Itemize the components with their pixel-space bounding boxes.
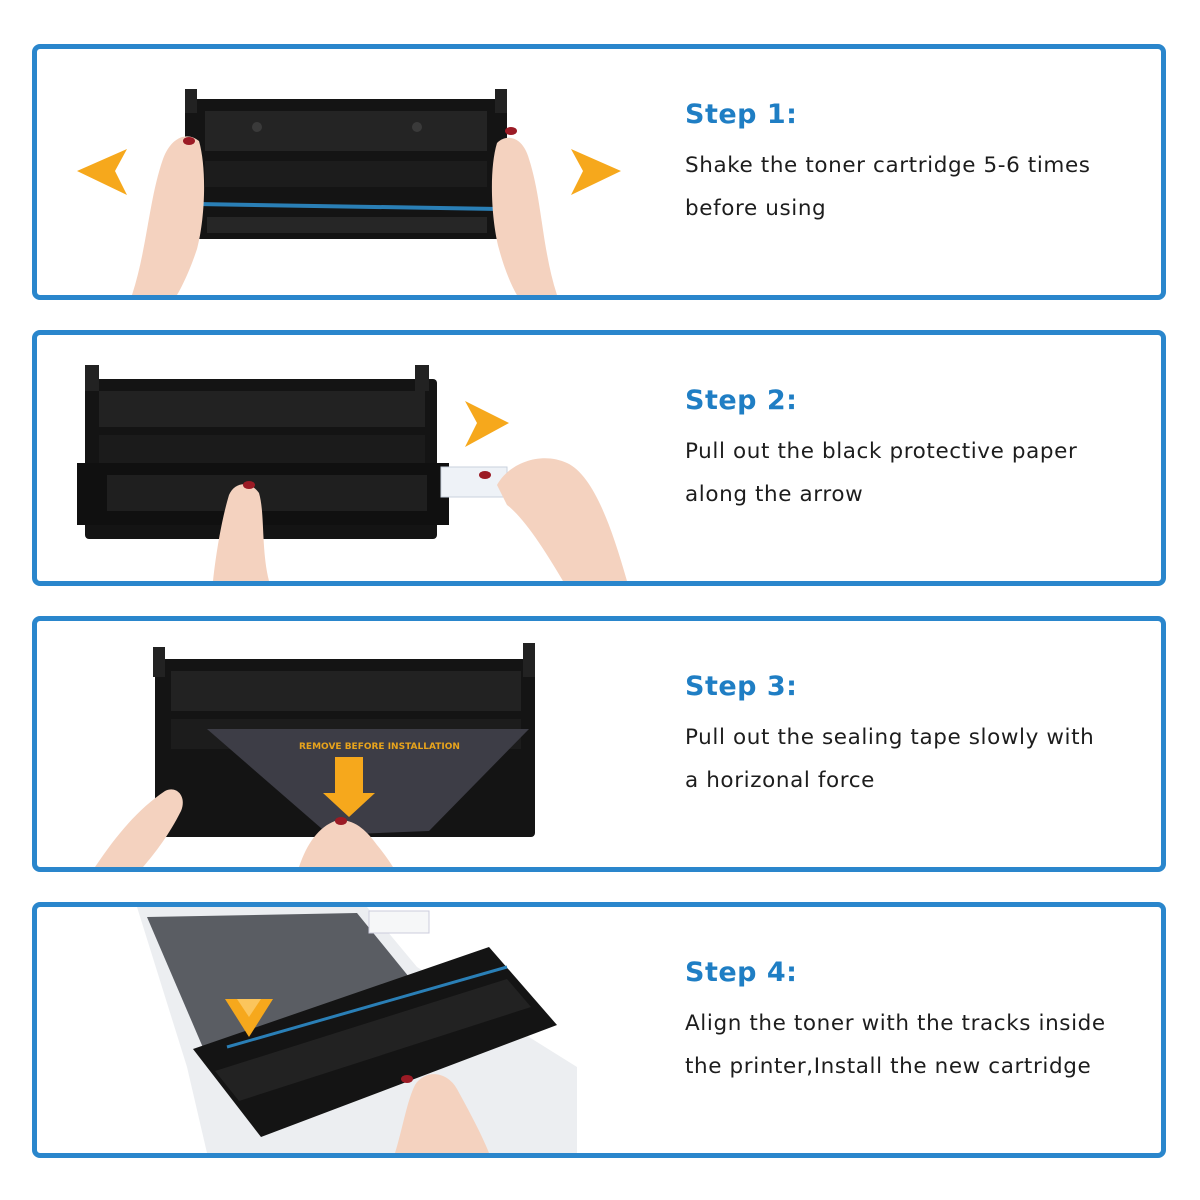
step-3-line-2: a horizonal force <box>685 768 875 793</box>
step-4-text: Step 4: Align the toner with the tracks … <box>685 957 1145 1088</box>
step-2-description: Pull out the black protective paper alon… <box>685 430 1145 516</box>
step-4-illustration <box>37 907 657 1153</box>
step-3-title: Step 3: <box>685 671 798 702</box>
step-4-description: Align the toner with the tracks inside t… <box>685 1002 1145 1088</box>
step-1-description: Shake the toner cartridge 5-6 times befo… <box>685 144 1145 230</box>
toner-cartridge <box>77 365 449 539</box>
pulling-hand <box>299 817 393 867</box>
shake-arrow-right-icon <box>571 149 621 195</box>
holding-hand <box>95 789 183 867</box>
holding-hand <box>213 481 269 581</box>
sheet-label: REMOVE BEFORE INSTALLATION <box>299 742 460 752</box>
step-1-card: Step 1: Shake the toner cartridge 5-6 ti… <box>32 44 1166 300</box>
step-4-line-1: Align the toner with the tracks inside <box>685 1011 1106 1036</box>
step-1-title: Step 1: <box>685 99 798 130</box>
step-4-title: Step 4: <box>685 957 798 988</box>
step-3-illustration: REMOVE BEFORE INSTALLATION <box>37 621 657 867</box>
toner-protective-paper-image <box>77 365 627 581</box>
step-3-text: Step 3: Pull out the sealing tape slowly… <box>685 671 1145 802</box>
step-4-card: Step 4: Align the toner with the tracks … <box>32 902 1166 1158</box>
toner-cartridge <box>185 89 507 239</box>
step-1-line-2: before using <box>685 196 827 221</box>
toner-shake-image <box>77 89 621 295</box>
protective-paper-tab <box>440 466 508 498</box>
insert-chevron-icon <box>225 999 273 1037</box>
step-2-line-1: Pull out the black protective paper <box>685 439 1078 464</box>
toner-cartridge <box>193 947 557 1137</box>
step-2-card: Step 2: Pull out the black protective pa… <box>32 330 1166 586</box>
inserting-hand <box>395 1074 489 1153</box>
step-1-text: Step 1: Shake the toner cartridge 5-6 ti… <box>685 99 1145 230</box>
step-2-line-2: along the arrow <box>685 482 864 507</box>
sealing-tape-sheet: REMOVE BEFORE INSTALLATION <box>207 729 529 835</box>
step-2-title: Step 2: <box>685 385 798 416</box>
printer-install-image <box>137 907 577 1153</box>
toner-sealing-tape-image: REMOVE BEFORE INSTALLATION <box>95 643 535 867</box>
pull-down-arrow-icon <box>323 757 375 817</box>
step-4-line-2: the printer,Install the new cartridge <box>685 1054 1092 1079</box>
step-2-illustration <box>37 335 657 581</box>
step-3-description: Pull out the sealing tape slowly with a … <box>685 716 1145 802</box>
pull-arrow-right-icon <box>465 401 509 447</box>
step-3-card: REMOVE BEFORE INSTALLATION Step 3: Pull … <box>32 616 1166 872</box>
step-1-line-1: Shake the toner cartridge 5-6 times <box>685 153 1091 178</box>
step-2-text: Step 2: Pull out the black protective pa… <box>685 385 1145 516</box>
pulling-hand <box>479 458 627 581</box>
right-hand <box>491 127 557 295</box>
step-3-line-1: Pull out the sealing tape slowly with <box>685 725 1095 750</box>
shake-arrow-left-icon <box>77 149 127 195</box>
left-hand <box>132 136 205 295</box>
step-1-illustration <box>37 49 657 295</box>
